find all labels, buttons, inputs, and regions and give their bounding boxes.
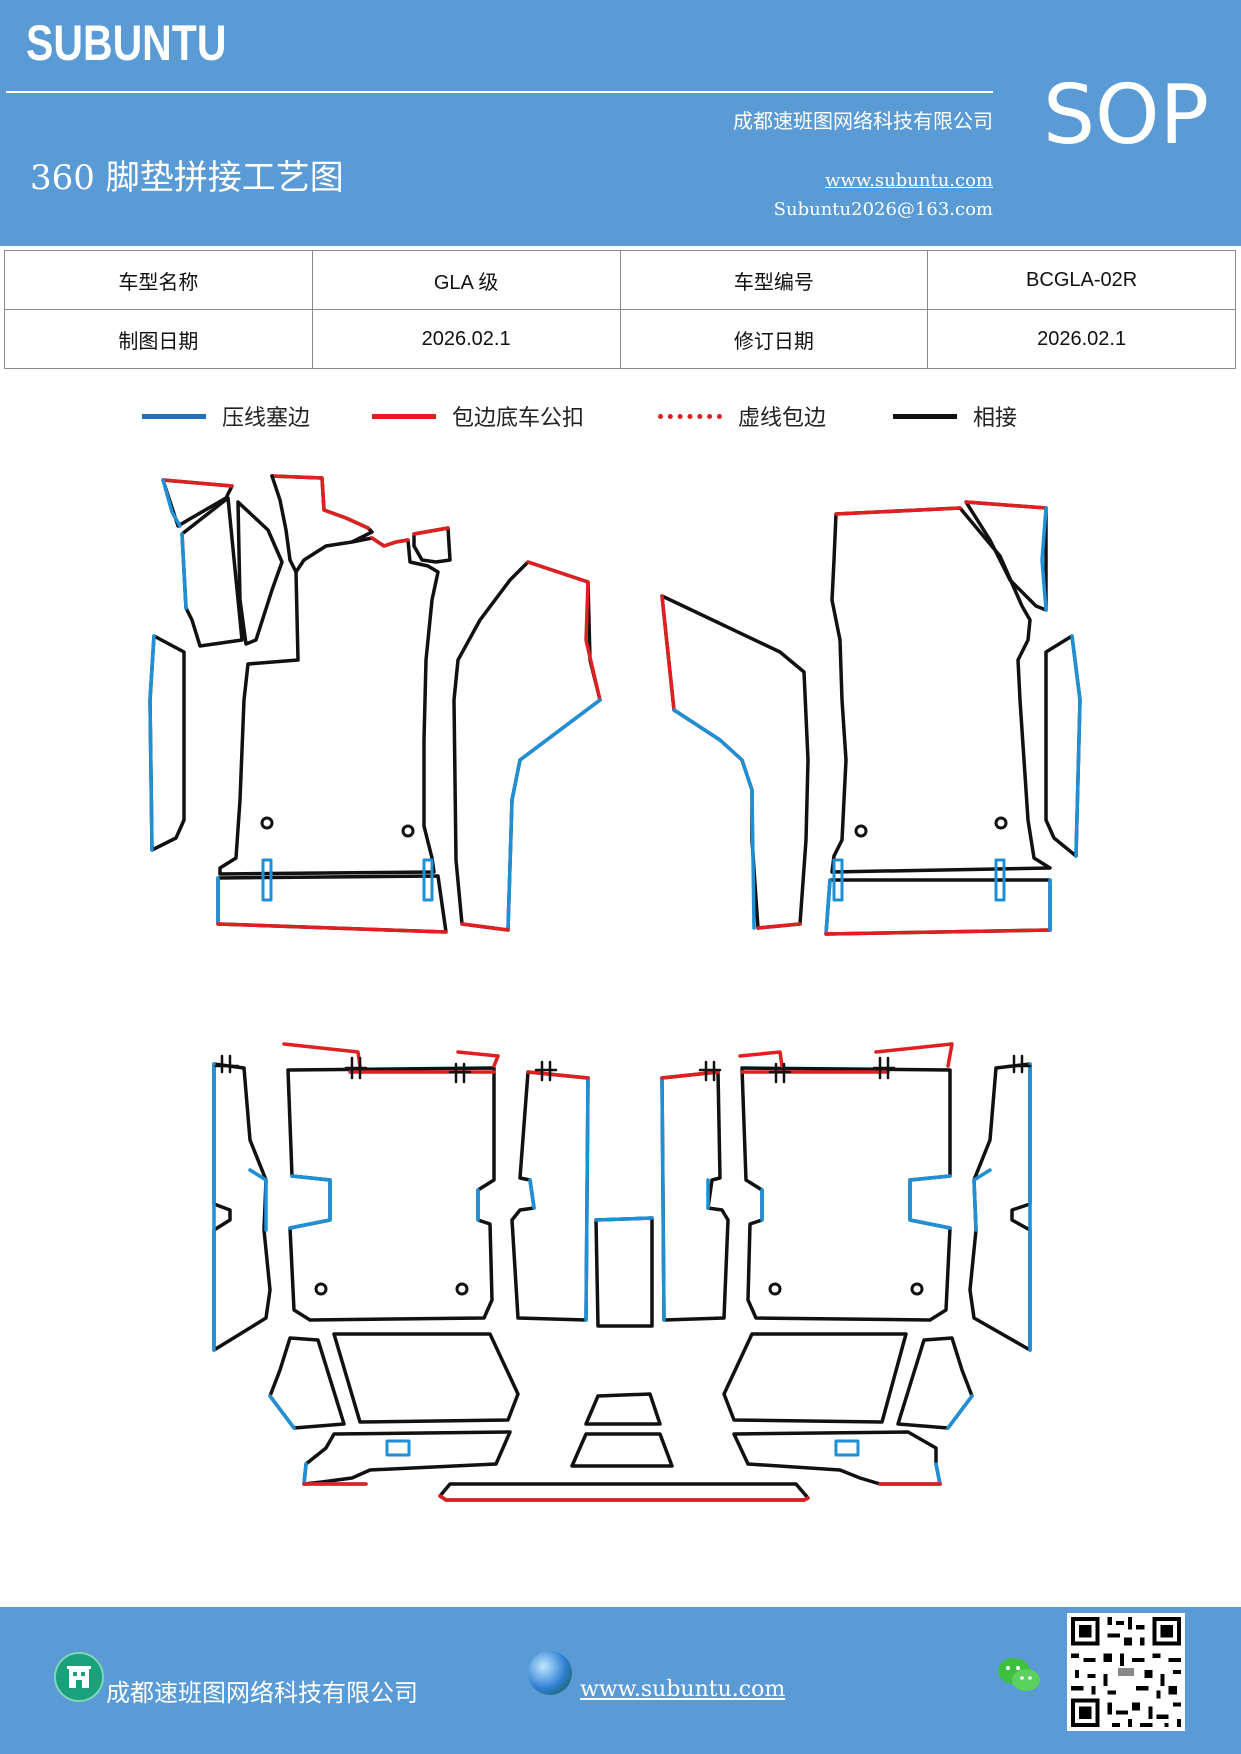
legend-label: 相接 (973, 406, 1018, 431)
page-title: 360 脚垫拼接工艺图 (30, 158, 344, 198)
globe-icon (528, 1651, 572, 1695)
legend-item-black: 相接 (893, 400, 1017, 432)
footer-banner: 成都速班图网络科技有限公司 www.subuntu.com (0, 1607, 1241, 1754)
qr-code (1067, 1613, 1185, 1731)
legend-item-red: 包边底车公扣 (372, 400, 584, 432)
website-link[interactable]: www.subuntu.com (825, 170, 993, 191)
email-address: Subuntu2026@163.com (773, 199, 993, 220)
draw-date-label: 制图日期 (4, 309, 313, 369)
legend-item-blue: 压线塞边 (142, 400, 310, 432)
legend-label: 压线塞边 (222, 406, 311, 431)
floor-mat-diagram (148, 474, 1082, 1502)
footer-company-name: 成都速班图网络科技有限公司 (106, 1679, 418, 1707)
model-code-label: 车型编号 (619, 250, 929, 310)
model-name-label: 车型名称 (4, 250, 313, 310)
front-left-mats (148, 474, 602, 934)
legend-swatch-black (893, 413, 957, 419)
table-row: 车型名称 GLA 级 车型编号 BCGLA-02R (4, 250, 1236, 310)
footer-website-link[interactable]: www.subuntu.com (580, 1677, 786, 1702)
legend-label: 虚线包边 (738, 406, 827, 431)
company-name: 成都速班图网络科技有限公司 (733, 109, 993, 133)
legend-swatch-red-dotted (658, 413, 722, 419)
vehicle-info-table: 车型名称 GLA 级 车型编号 BCGLA-02R 制图日期 2026.02.1… (4, 250, 1236, 369)
building-icon (54, 1652, 104, 1702)
model-name-value: GLA 级 (311, 250, 621, 310)
sop-badge: SOP (1043, 68, 1210, 163)
front-right-mats (660, 500, 1082, 936)
brand-logo: SUBUNTU (26, 15, 227, 71)
legend-item-red-dotted: 虚线包边 (658, 400, 826, 432)
legend: 压线塞边 包边底车公扣 虚线包边 相接 (0, 400, 1241, 440)
table-row: 制图日期 2026.02.1 修订日期 2026.02.1 (4, 309, 1236, 369)
header-banner: SUBUNTU 成都速班图网络科技有限公司 360 脚垫拼接工艺图 www.su… (0, 0, 1241, 246)
legend-swatch-blue (142, 413, 206, 419)
header-divider (6, 91, 993, 93)
wechat-icon[interactable] (996, 1655, 1042, 1699)
rear-mats (212, 1042, 1032, 1502)
draw-date-value: 2026.02.1 (311, 309, 621, 369)
model-code-value: BCGLA-02R (927, 250, 1236, 310)
legend-label: 包边底车公扣 (452, 406, 585, 431)
revise-date-label: 修订日期 (619, 309, 929, 369)
revise-date-value: 2026.02.1 (927, 309, 1236, 369)
legend-swatch-red (372, 413, 436, 419)
